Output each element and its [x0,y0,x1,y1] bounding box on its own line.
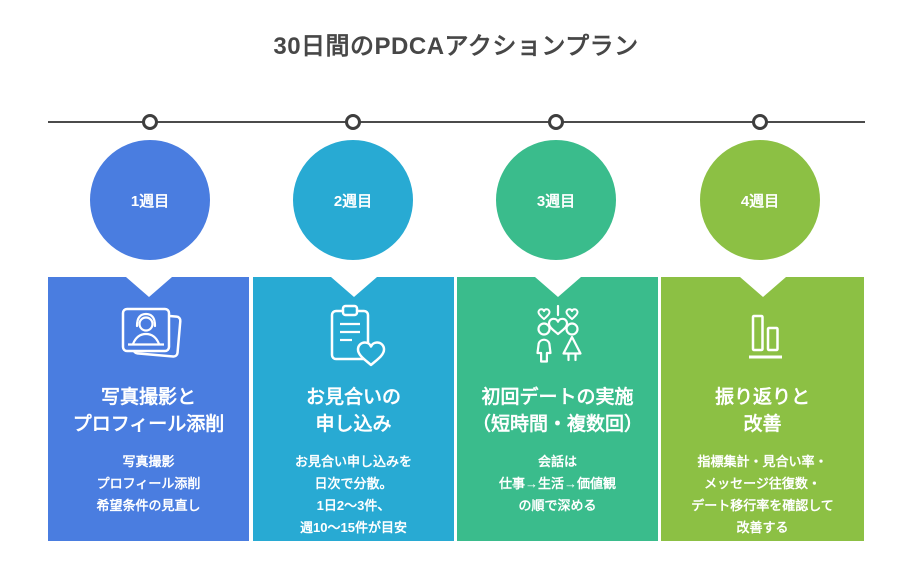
timeline-node-week4 [752,114,768,130]
week4-card-body: 指標集計・見合い率・ メッセージ往復数・ デート移行率を確認して 改善する [691,454,834,536]
week3-circle: 3週目 [493,137,619,263]
week3-label: 3週目 [536,192,576,210]
week4-card-notch [739,277,786,297]
week3-card-notch [534,277,581,297]
clipboard-heart-icon [318,299,390,373]
week3-card: 初回デートの実施 （短時間・複数回） 会話は 仕事→生活→価値観 の順で深める [457,277,658,541]
week2-circle: 2週目 [290,137,416,263]
page-title: 30日間のPDCAアクションプラン [273,33,639,60]
week1-card-title: 写真撮影と プロフィール添削 [72,387,225,435]
week1-label: 1週目 [130,192,170,210]
week2-card-body: お見合い申し込みを 日次で分散。 1日2〜3件、 週10〜15件が目安 [294,454,412,536]
week3-card-title: 初回デートの実施 （短時間・複数回） [471,387,643,435]
week4-card-title: 振り返りと 改善 [714,387,810,435]
photo-profile-icon [111,299,187,373]
week1-card-body: 写真撮影 プロフィール添削 希望条件の見直し [96,454,201,514]
timeline-node-week1 [142,114,158,130]
couple-hearts-icon [520,299,596,373]
week4-circle: 4週目 [697,137,823,263]
week3-card-body: 会話は 仕事→生活→価値観 の順で深める [498,454,616,514]
timeline-line [48,121,865,123]
week2-label: 2週目 [333,192,373,210]
week2-card: お見合いの 申し込み お見合い申し込みを 日次で分散。 1日2〜3件、 週10〜… [253,277,454,541]
bar-chart-icon [727,299,799,373]
timeline-node-week2 [345,114,361,130]
week4-label: 4週目 [740,192,780,210]
week4-card: 振り返りと 改善 指標集計・見合い率・ メッセージ往復数・ デート移行率を確認し… [661,277,864,541]
week1-card-notch [125,277,172,297]
week1-card: 写真撮影と プロフィール添削 写真撮影 プロフィール添削 希望条件の見直し [48,277,249,541]
week1-circle: 1週目 [87,137,213,263]
week2-card-title: お見合いの 申し込み [305,387,401,435]
timeline-node-week3 [548,114,564,130]
week2-card-notch [330,277,377,297]
